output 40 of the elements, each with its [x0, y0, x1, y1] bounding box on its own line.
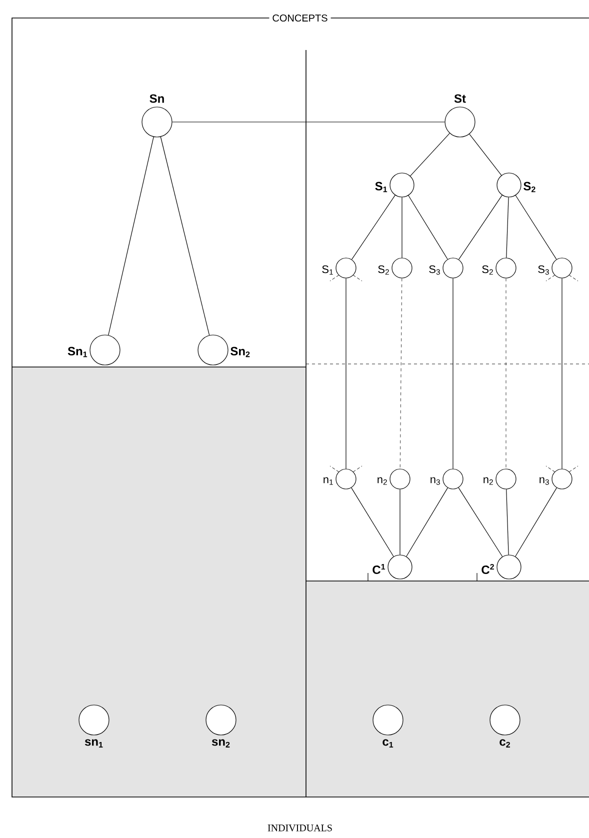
node-label: sn$_{1}$ [84, 739, 103, 748]
node-label: S$_{3}$ [538, 265, 549, 275]
connector-line [351, 487, 394, 557]
section-heading: INDIVIDUALS [268, 824, 332, 832]
connector-line [160, 136, 210, 336]
connector-line [469, 134, 502, 176]
connector-line [406, 488, 448, 557]
node-label: c$_{1}$ [382, 739, 394, 748]
node-label: Sn$_{1}$ [68, 346, 88, 358]
connector-line [408, 195, 448, 260]
node-label: n$_{1}$ [324, 477, 333, 485]
connector-line [515, 195, 557, 260]
node-label: S$_{2}$ [524, 182, 536, 192]
node-label: St [454, 94, 466, 103]
node-label: n$_{2}$ [484, 477, 493, 485]
node-label: n$_{3}$ [540, 477, 549, 485]
section-heading: CONCEPTS [269, 11, 331, 25]
node-label: C$^{1}$ [372, 564, 386, 574]
node-label: c$_{2}$ [500, 739, 510, 748]
node-label: n$_{3}$ [430, 477, 440, 485]
connector-line [515, 488, 557, 557]
node-label: S$_{2}$ [482, 265, 493, 275]
connector-line [410, 132, 450, 176]
connector-line [351, 194, 396, 260]
connector-line [458, 487, 503, 557]
node-label: S$_{1}$ [322, 265, 333, 275]
node-label: Sn [150, 94, 164, 103]
connector-line [452, 278, 454, 469]
node-label: Sn$_{2}$ [230, 346, 250, 358]
connector-line [108, 136, 154, 336]
node-label: sn$_{2}$ [212, 739, 230, 748]
connector-line [506, 197, 509, 258]
node-label: S$_{1}$ [375, 182, 388, 192]
node-label: n$_{2}$ [378, 477, 387, 485]
node-label: S$_{3}$ [429, 265, 440, 275]
connector-line [400, 278, 402, 469]
connector-line [458, 194, 502, 260]
node-label: S$_{2}$ [378, 265, 389, 275]
node-label: C$^{2}$ [482, 564, 494, 574]
connector-line [506, 489, 509, 556]
